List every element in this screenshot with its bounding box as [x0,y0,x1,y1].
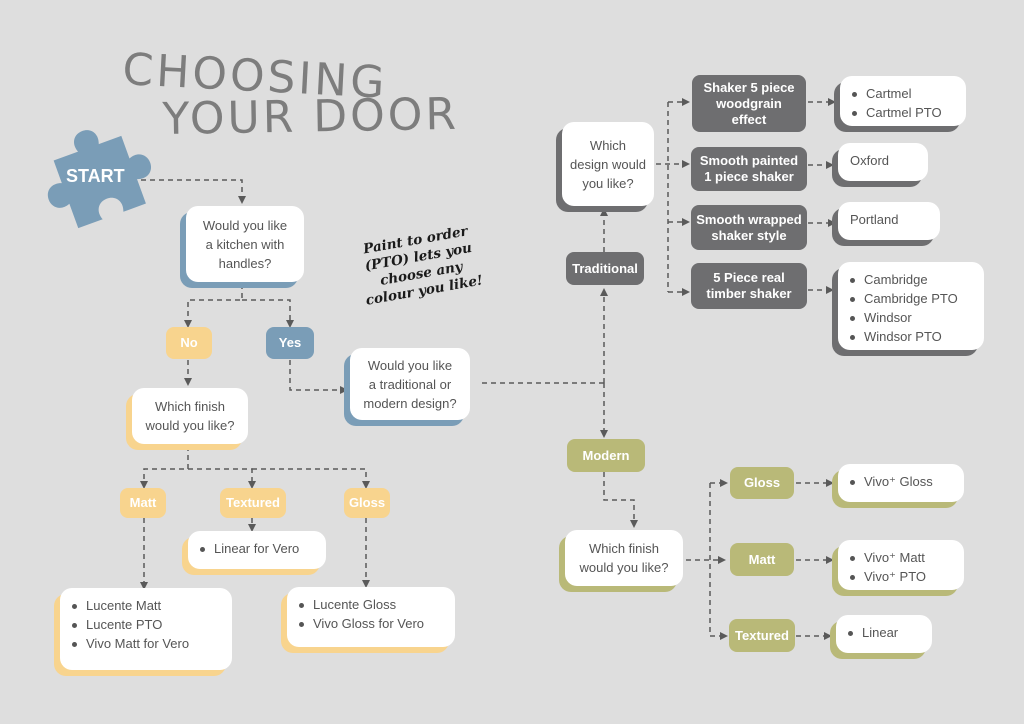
connector [140,446,189,489]
design-label: timber shaker [706,286,792,301]
question-handles: Would you like a kitchen with handles? [186,206,304,282]
handleless-gloss-doors: Lucente Gloss Vivo Gloss for Vero [287,587,455,647]
question-text: Would you like [202,217,288,233]
question-style: Would you like a traditional or modern d… [350,348,470,420]
question-text: a traditional or [368,376,452,392]
connector [252,468,370,489]
question-text: would you like? [145,418,235,433]
door-option: Vivo⁺ PTO [850,567,964,586]
design-label: effect [731,111,767,127]
question-text: modern design? [363,395,457,411]
answer-modern[interactable]: Modern [567,439,645,472]
connector [132,179,246,204]
traditional-painted-doors: Oxford [838,143,928,181]
question-traditional-design: Which design would you like? [562,122,654,206]
design-label: 5 Piece real [713,270,785,285]
connector [603,472,638,528]
connector [188,468,256,489]
door-option: Oxford [850,153,890,168]
door-option: Lucente Gloss [299,595,455,614]
door-option: Cambridge PTO [850,289,984,308]
handleless-matt-doors: Lucente Matt Lucente PTO Vivo Matt for V… [60,588,232,670]
door-option: Portland [850,212,899,227]
design-smooth-painted[interactable]: Smooth painted 1 piece shaker [691,147,807,191]
design-smooth-wrapped[interactable]: Smooth wrapped shaker style [691,205,807,250]
door-option: Windsor [850,308,984,327]
door-option: Vivo Gloss for Vero [299,614,455,633]
door-option: Cartmel [852,84,966,103]
start-label: START [66,166,125,186]
handleless-finish-textured[interactable]: Textured [220,488,286,518]
design-real-timber[interactable]: 5 Piece real timber shaker [691,263,807,309]
answer-traditional[interactable]: Traditional [566,252,644,285]
design-label: shaker style [711,227,787,243]
question-text: a kitchen with [205,236,285,252]
design-label: 1 piece shaker [704,169,794,184]
door-option: Windsor PTO [850,327,984,346]
question-handleless-finish: Which finish would you like? [132,388,248,444]
traditional-woodgrain-doors: Cartmel Cartmel PTO [840,76,966,126]
design-label: Shaker 5 piece [703,79,795,95]
modern-textured-doors: Linear [836,615,932,653]
answer-yes[interactable]: Yes [266,327,314,359]
question-text: handles? [218,255,272,271]
question-text: Which [589,137,627,153]
door-option: Cartmel PTO [852,103,966,122]
title-line-2: YOUR DOOR [162,88,460,145]
puzzle-piece-icon [47,130,151,229]
design-shaker-woodgrain[interactable]: Shaker 5 piece woodgrain effect [692,75,806,132]
door-option: Vivo⁺ Matt [850,548,964,567]
connector [184,284,243,328]
handleless-finish-gloss[interactable]: Gloss [344,488,390,518]
question-text: Which finish [154,399,226,414]
modern-gloss-doors: Vivo⁺ Gloss [838,464,964,502]
design-label: woodgrain [716,95,782,111]
design-label: Smooth painted [699,153,799,168]
handleless-textured-doors: Linear for Vero [188,531,326,569]
question-modern-finish: Which finish would you like? [565,530,683,586]
modern-finish-gloss[interactable]: Gloss [730,467,794,499]
modern-finish-matt[interactable]: Matt [730,543,794,576]
question-text: Which finish [588,541,660,556]
door-option: Cambridge [850,270,984,289]
answer-no[interactable]: No [166,327,212,359]
door-option: Lucente Matt [72,596,232,615]
design-label: Smooth wrapped [696,211,802,227]
modern-matt-doors: Vivo⁺ Matt Vivo⁺ PTO [838,540,964,590]
modern-finish-textured[interactable]: Textured [729,619,795,652]
connector [289,360,348,394]
question-text: you like? [582,175,634,191]
door-option: Linear for Vero [200,539,326,558]
traditional-wrapped-doors: Portland [838,202,940,240]
connector [242,299,294,328]
door-option: Vivo Matt for Vero [72,634,232,653]
traditional-timber-doors: Cambridge Cambridge PTO Windsor Windsor … [838,262,984,350]
door-option: Linear [848,623,932,642]
door-option: Lucente PTO [72,615,232,634]
question-text: Would you like [367,357,453,373]
handleless-finish-matt[interactable]: Matt [120,488,166,518]
door-option: Vivo⁺ Gloss [850,472,964,491]
question-text: design would [570,156,646,172]
question-text: would you like? [579,560,669,575]
